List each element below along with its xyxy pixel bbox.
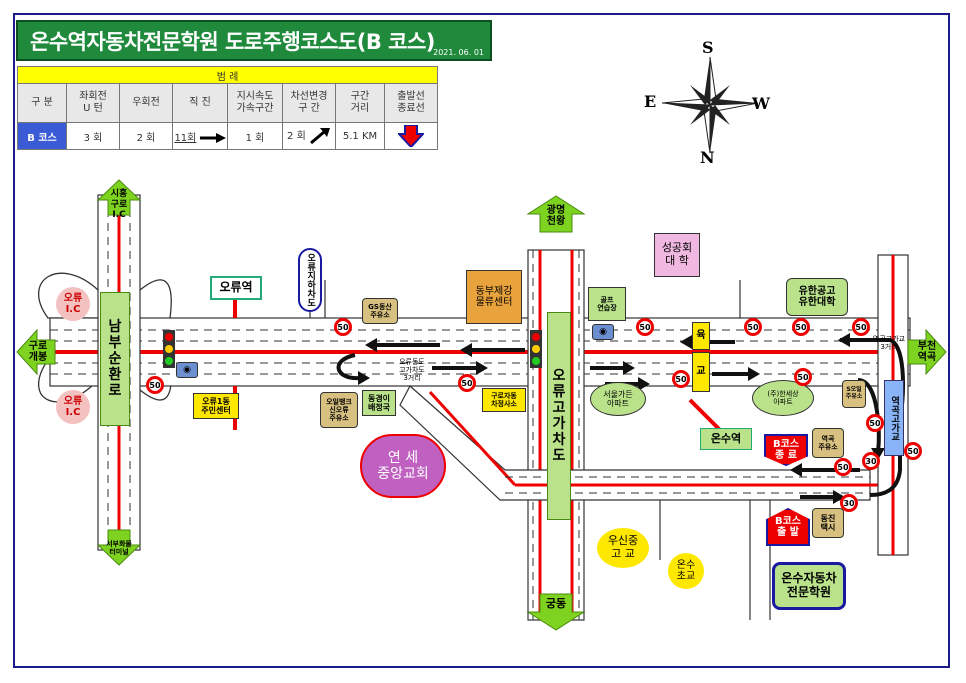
compass-n: N: [700, 148, 715, 167]
place-oryu-intersection: 오류동도 고가차도 3거리: [399, 357, 425, 383]
place-golf: 골프 연습장: [588, 287, 626, 321]
label-south-direction: 서부화물 터미널: [106, 539, 132, 556]
place-oryu-ic-top: 오류 I.C: [56, 287, 90, 321]
place-yeokgok-3way: 역곡고가교 3거리: [872, 334, 906, 351]
label-north-direction: 시흥 구로 I.C: [110, 189, 128, 221]
place-onsu-elem: 온수 초교: [668, 553, 704, 589]
place-hanse-apt: (주)한세상 아파트: [752, 380, 814, 416]
road-oryu-tunnel: 오류지하차도: [298, 248, 322, 312]
legend-val-lane: 2 회: [282, 122, 336, 150]
legend-col-5: 차선변경 구 간: [282, 83, 336, 123]
legend-header: 범 례: [17, 66, 438, 84]
place-oryu1dong: 오류1동 주민센터: [193, 393, 239, 419]
legend-val-speed: 1 회: [227, 122, 283, 150]
title-banner: 온수역자동차전문학원 도로주행코스도(B 코스) 2021. 06. 01: [16, 20, 492, 61]
place-school: 온수자동차 전문학원: [772, 562, 846, 610]
speed-limit-sign: 50: [852, 318, 870, 336]
speed-limit-sign: 50: [794, 368, 812, 386]
legend-col-7: 출발선 종료선: [384, 83, 438, 123]
legend-col-6: 구간 거리: [335, 83, 385, 123]
speed-limit-sign: 50: [904, 442, 922, 460]
label-west-direction: 구로 개봉: [28, 340, 48, 364]
label-gwangmyeong: 광명 천왕: [546, 204, 566, 228]
speed-limit-sign: 50: [334, 318, 352, 336]
place-oryu-station: 오류역: [210, 276, 262, 300]
camera-icon: ◉: [176, 362, 198, 378]
road-oryu-overpass: 오 류 고 가 차 도: [547, 312, 571, 520]
compass-e: E: [644, 92, 657, 111]
compass-rose-icon: [661, 56, 759, 154]
place-oryu-ic-bottom: 오류 I.C: [56, 390, 90, 424]
speed-limit-sign: 50: [636, 318, 654, 336]
legend-row-label: B 코스: [17, 122, 67, 150]
place-seoul-apt: 서울가든 아파트: [590, 382, 646, 416]
place-dongseo-health: 동경이 배정국: [362, 390, 396, 416]
legend-val-uturn: 3 회: [66, 122, 120, 150]
lane-change-arrow-icon: [309, 128, 330, 145]
road-yeokgok-overpass: 역곡고가교: [884, 380, 904, 456]
map-frame: [13, 13, 950, 668]
place-yeonse: 연 세 중앙교회: [360, 434, 446, 498]
place-onsu-station: 온수역: [700, 428, 752, 450]
page-title: 온수역자동차전문학원 도로주행코스도(B 코스): [30, 30, 435, 54]
place-sunggonghoe: 성공회 대 학: [654, 233, 700, 277]
place-yuhan: 유한공고 유한대학: [786, 278, 848, 316]
road-yuk: 육: [692, 322, 710, 350]
camera-icon: ◉: [592, 324, 614, 340]
legend-straight-count: 11회: [174, 132, 197, 144]
legend-val-right: 2 회: [119, 122, 173, 150]
speed-limit-sign: 50: [792, 318, 810, 336]
place-dongjin-taxi: 동진 택시: [812, 508, 844, 538]
speed-limit-sign: 50: [146, 376, 164, 394]
speed-limit-sign: 50: [866, 414, 884, 432]
speed-limit-sign: 30: [840, 494, 858, 512]
place-dongbu: 동부제강 물류센터: [466, 270, 522, 324]
legend-col-1: 좌회전 U 턴: [66, 83, 120, 123]
date-label: 2021. 06. 01: [433, 48, 484, 57]
road-nambu: 남 부 순 환 로: [100, 292, 130, 426]
place-ushin: 우신중 고 교: [597, 528, 649, 568]
place-guro-car: 구로자동 차정사소: [482, 388, 526, 412]
speed-limit-sign: 50: [744, 318, 762, 336]
legend-table: 범 례 구 분 좌회전 U 턴 우회전 직 진 지시속도 가속구간 차선변경 구…: [17, 66, 438, 150]
legend-col-4: 지시속도 가속구간: [227, 83, 283, 123]
place-oil-bank: 오일뱅크 신오류 주유소: [320, 392, 358, 428]
place-yeokgok-gas: 역곡 주유소: [812, 428, 844, 458]
legend-col-3: 직 진: [172, 83, 228, 123]
place-s-oil: S오일 주유소: [842, 380, 866, 408]
down-arrow-icon: [396, 124, 426, 149]
speed-limit-sign: 50: [834, 458, 852, 476]
speed-limit-sign: 50: [458, 374, 476, 392]
label-bucheon: 부천 역곡: [917, 340, 937, 364]
legend-val-straight: 11회: [172, 122, 228, 150]
compass-s: S: [702, 38, 714, 57]
legend-col-2: 우회전: [119, 83, 173, 123]
compass-w: W: [752, 94, 770, 113]
place-gs-gas: GS동산 주유소: [362, 298, 398, 324]
label-gungdong: 궁동: [545, 596, 567, 610]
legend-lane-count: 2 회: [287, 131, 306, 142]
speed-limit-sign: 50: [672, 370, 690, 388]
straight-arrow-icon: [199, 132, 226, 143]
road-gyo: 교: [692, 352, 710, 392]
speed-limit-sign: 30: [862, 452, 880, 470]
legend-val-start-end: [384, 122, 438, 150]
